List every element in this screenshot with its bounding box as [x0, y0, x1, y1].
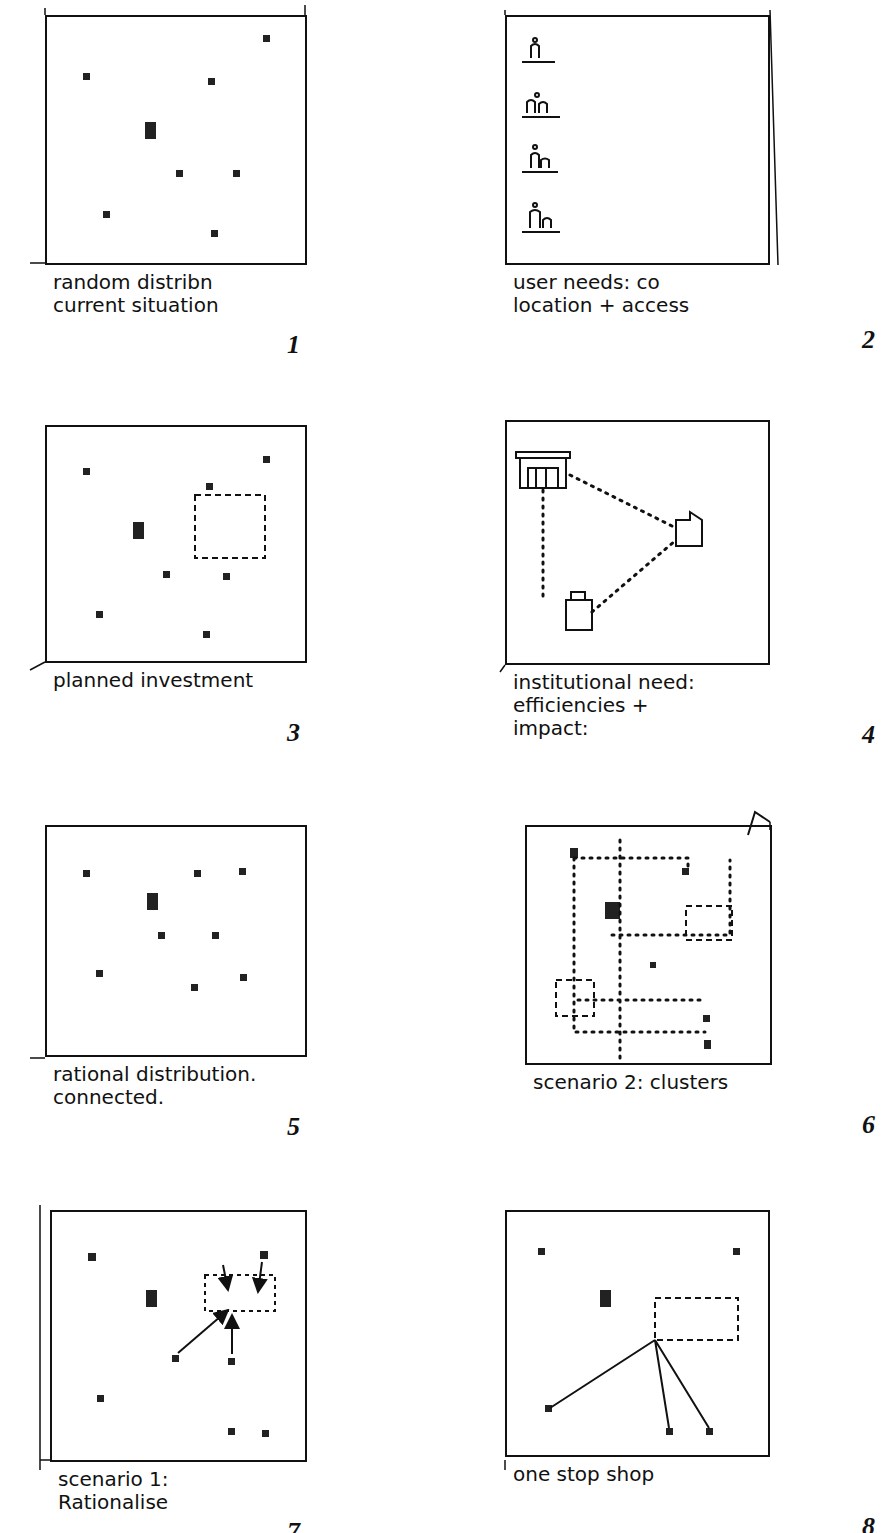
panel-caption: institutional need: efficiencies + impac…	[513, 671, 730, 740]
panel-caption: rational distribution. connected.	[53, 1063, 267, 1109]
sketch-panel: planned investment3	[45, 425, 307, 663]
sketch-panel: scenario 2: clusters6	[525, 825, 772, 1065]
callout-number: 2	[862, 327, 875, 353]
panel-caption: random distribn current situation	[53, 271, 267, 317]
panel-caption: planned investment	[53, 669, 267, 692]
sketch-panel: one stop shop8	[505, 1210, 770, 1457]
sketch-panel: random distribn current situation1	[45, 15, 307, 265]
sketch-panel: scenario 1: Rationalise7	[50, 1210, 307, 1462]
sketch-panel: rational distribution. connected.5	[45, 825, 307, 1057]
callout-number: 5	[287, 1114, 300, 1140]
sketch-panel: institutional need: efficiencies + impac…	[505, 420, 770, 665]
panel-caption: user needs: co location + access	[513, 271, 730, 317]
callout-number: 8	[862, 1514, 875, 1533]
panel-caption: scenario 1: Rationalise	[58, 1468, 267, 1514]
callout-number: 7	[287, 1519, 300, 1533]
panel-caption: one stop shop	[513, 1463, 730, 1486]
callout-number: 6	[862, 1112, 875, 1138]
sketch-panel: user needs: co location + access2	[505, 15, 770, 265]
callout-number: 3	[287, 720, 300, 746]
callout-number: 4	[862, 722, 875, 748]
callout-number: 1	[287, 332, 300, 358]
panel-caption: scenario 2: clusters	[533, 1071, 732, 1094]
